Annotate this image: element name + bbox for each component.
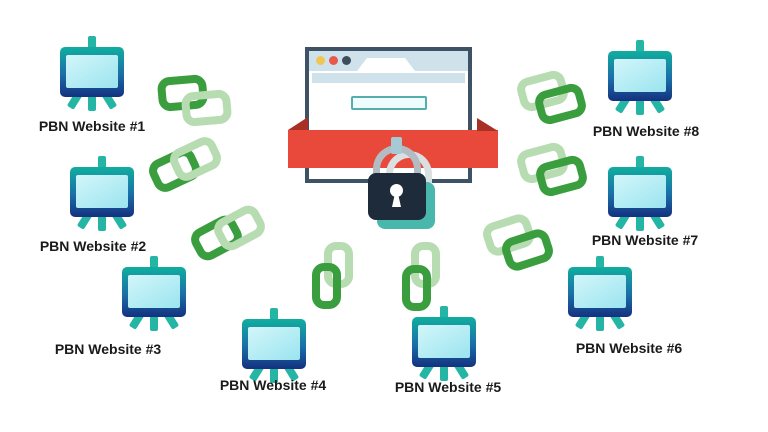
pbn-website-6-monitor-icon bbox=[568, 256, 632, 334]
monitor-leg bbox=[270, 364, 278, 383]
monitor-frame bbox=[608, 167, 672, 217]
window-dot-yellow-icon bbox=[316, 56, 325, 65]
keyhole-stem bbox=[392, 194, 401, 207]
monitor-screen bbox=[614, 59, 666, 92]
monitor-leg bbox=[636, 96, 644, 115]
monitor-antenna bbox=[596, 256, 604, 270]
browser-tab bbox=[357, 58, 415, 71]
pbn-website-2-monitor-icon bbox=[70, 156, 134, 234]
monitor-antenna bbox=[98, 156, 106, 170]
monitor-antenna bbox=[440, 306, 448, 320]
monitor-screen bbox=[248, 327, 300, 360]
pbn-website-2-label: PBN Website #2 bbox=[39, 238, 147, 254]
chain-dark-link bbox=[312, 263, 341, 309]
monitor-leg bbox=[440, 362, 448, 381]
browser-address-bar bbox=[312, 73, 465, 83]
pbn-website-8-label: PBN Website #8 bbox=[592, 123, 700, 139]
pbn-website-1-label: PBN Website #1 bbox=[38, 118, 146, 134]
padlock-icon bbox=[368, 173, 426, 220]
window-dot-dark-icon bbox=[342, 56, 351, 65]
browser-titlebar bbox=[309, 51, 468, 71]
pbn-website-5-monitor-icon bbox=[412, 306, 476, 384]
padlock-clasp bbox=[391, 137, 402, 154]
monitor-leg bbox=[88, 92, 96, 111]
monitor-leg bbox=[636, 212, 644, 231]
pbn-website-3-label: PBN Website #3 bbox=[54, 341, 162, 357]
pbn-website-5-label: PBN Website #5 bbox=[394, 379, 502, 395]
monitor-screen bbox=[128, 275, 180, 308]
monitor-frame bbox=[412, 317, 476, 367]
monitor-frame bbox=[242, 319, 306, 369]
chain-dark-link bbox=[402, 265, 431, 311]
pbn-website-4-monitor-icon bbox=[242, 308, 306, 386]
monitor-screen bbox=[614, 175, 666, 208]
chain-light-link bbox=[180, 88, 233, 128]
monitor-screen bbox=[418, 325, 470, 358]
monitor-leg bbox=[150, 312, 158, 331]
monitor-screen bbox=[76, 175, 128, 208]
pbn-website-6-label: PBN Website #6 bbox=[575, 340, 683, 356]
pbn-website-7-label: PBN Website #7 bbox=[591, 232, 699, 248]
monitor-antenna bbox=[636, 40, 644, 54]
monitor-screen bbox=[574, 275, 626, 308]
monitor-leg bbox=[98, 212, 106, 231]
monitor-screen bbox=[66, 55, 118, 88]
pbn-website-8-monitor-icon bbox=[608, 40, 672, 118]
pbn-website-3-monitor-icon bbox=[122, 256, 186, 334]
monitor-leg bbox=[596, 312, 604, 331]
monitor-antenna bbox=[270, 308, 278, 322]
monitor-antenna bbox=[636, 156, 644, 170]
monitor-frame bbox=[608, 51, 672, 101]
monitor-frame bbox=[568, 267, 632, 317]
window-dot-red-icon bbox=[329, 56, 338, 65]
monitor-frame bbox=[70, 167, 134, 217]
pbn-website-1-monitor-icon bbox=[60, 36, 124, 114]
monitor-frame bbox=[122, 267, 186, 317]
pbn-website-4-label: PBN Website #4 bbox=[219, 377, 327, 393]
keyhole-icon bbox=[390, 184, 403, 197]
browser-search-box bbox=[351, 96, 427, 110]
monitor-antenna bbox=[88, 36, 96, 50]
monitor-frame bbox=[60, 47, 124, 97]
pbn-website-7-monitor-icon bbox=[608, 156, 672, 234]
monitor-antenna bbox=[150, 256, 158, 270]
